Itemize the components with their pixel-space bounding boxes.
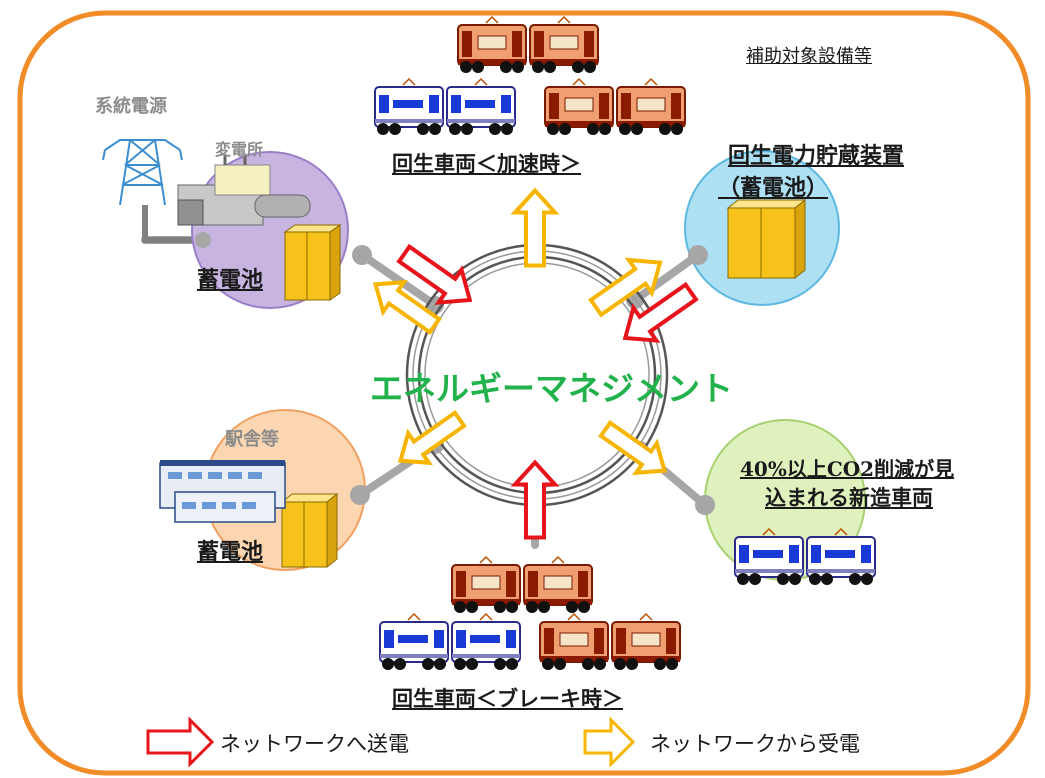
- train-icon: [806, 527, 876, 585]
- storage-device-label-2: （蓄電池）: [718, 176, 829, 201]
- regen-accel-suffix: ＜加速時＞: [476, 152, 581, 176]
- legend-send-arrow: [146, 716, 215, 768]
- train-icon: [523, 555, 593, 613]
- train-icon: [616, 77, 686, 135]
- receive-arrow: [588, 257, 663, 318]
- substation-battery-label: 蓄電池: [197, 268, 264, 293]
- station-battery-label: 蓄電池: [197, 540, 264, 565]
- battery-icon: [726, 198, 807, 280]
- energy-management-label: エネルギーマネジメント: [370, 369, 733, 408]
- train-icon: [451, 555, 521, 613]
- send-arrow: [396, 243, 473, 305]
- new-train-label-2: 込まれる新造車両: [765, 486, 933, 510]
- receive-arrow: [372, 279, 442, 335]
- legend-send-label: ネットワークへ送電: [220, 732, 409, 756]
- trains: [374, 15, 876, 670]
- train-icon: [374, 77, 444, 135]
- substation-label: 変電所: [215, 140, 264, 159]
- legend-receive-arrow: [583, 716, 636, 768]
- train-icon: [539, 612, 609, 670]
- train-icon: [446, 77, 516, 135]
- arrows: [372, 187, 699, 540]
- train-icon: [734, 527, 804, 585]
- train-icon: [544, 77, 614, 135]
- battery-icon: [280, 492, 339, 569]
- station-label: 駅舎等: [225, 429, 279, 450]
- grid-power-label: 系統電源: [95, 96, 167, 117]
- subsidy-note: 補助対象設備等: [746, 46, 872, 67]
- receive-arrow: [510, 187, 560, 268]
- storage-device-label-1: 回生電力貯蔵装置: [728, 144, 905, 169]
- regen-brake-label: 回生車両＜ブレーキ時＞: [392, 683, 623, 713]
- station-building-icon: [159, 460, 286, 523]
- train-icon: [379, 612, 449, 670]
- train-icon: [529, 15, 599, 73]
- battery-icon: [283, 224, 342, 301]
- train-icon: [451, 612, 521, 670]
- send-arrow: [510, 459, 560, 540]
- legend-receive-label: ネットワークから受電: [650, 732, 860, 756]
- transmission-tower-icon: [102, 139, 183, 206]
- receive-arrow: [397, 410, 467, 466]
- substation-equipment-icon: [177, 155, 311, 226]
- send-arrow: [622, 281, 699, 343]
- regen-brake-suffix: ＜ブレーキ時＞: [476, 687, 623, 711]
- regen-brake-title: 回生車両: [392, 687, 476, 711]
- grid-line: [142, 205, 205, 243]
- new-train-label-1: 40%以上CO2削減が見: [740, 457, 955, 481]
- regen-accel-label: 回生車両＜加速時＞: [392, 148, 581, 178]
- train-icon: [457, 15, 527, 73]
- train-icon: [611, 612, 681, 670]
- receive-arrow: [598, 420, 668, 476]
- regen-accel-title: 回生車両: [392, 152, 476, 176]
